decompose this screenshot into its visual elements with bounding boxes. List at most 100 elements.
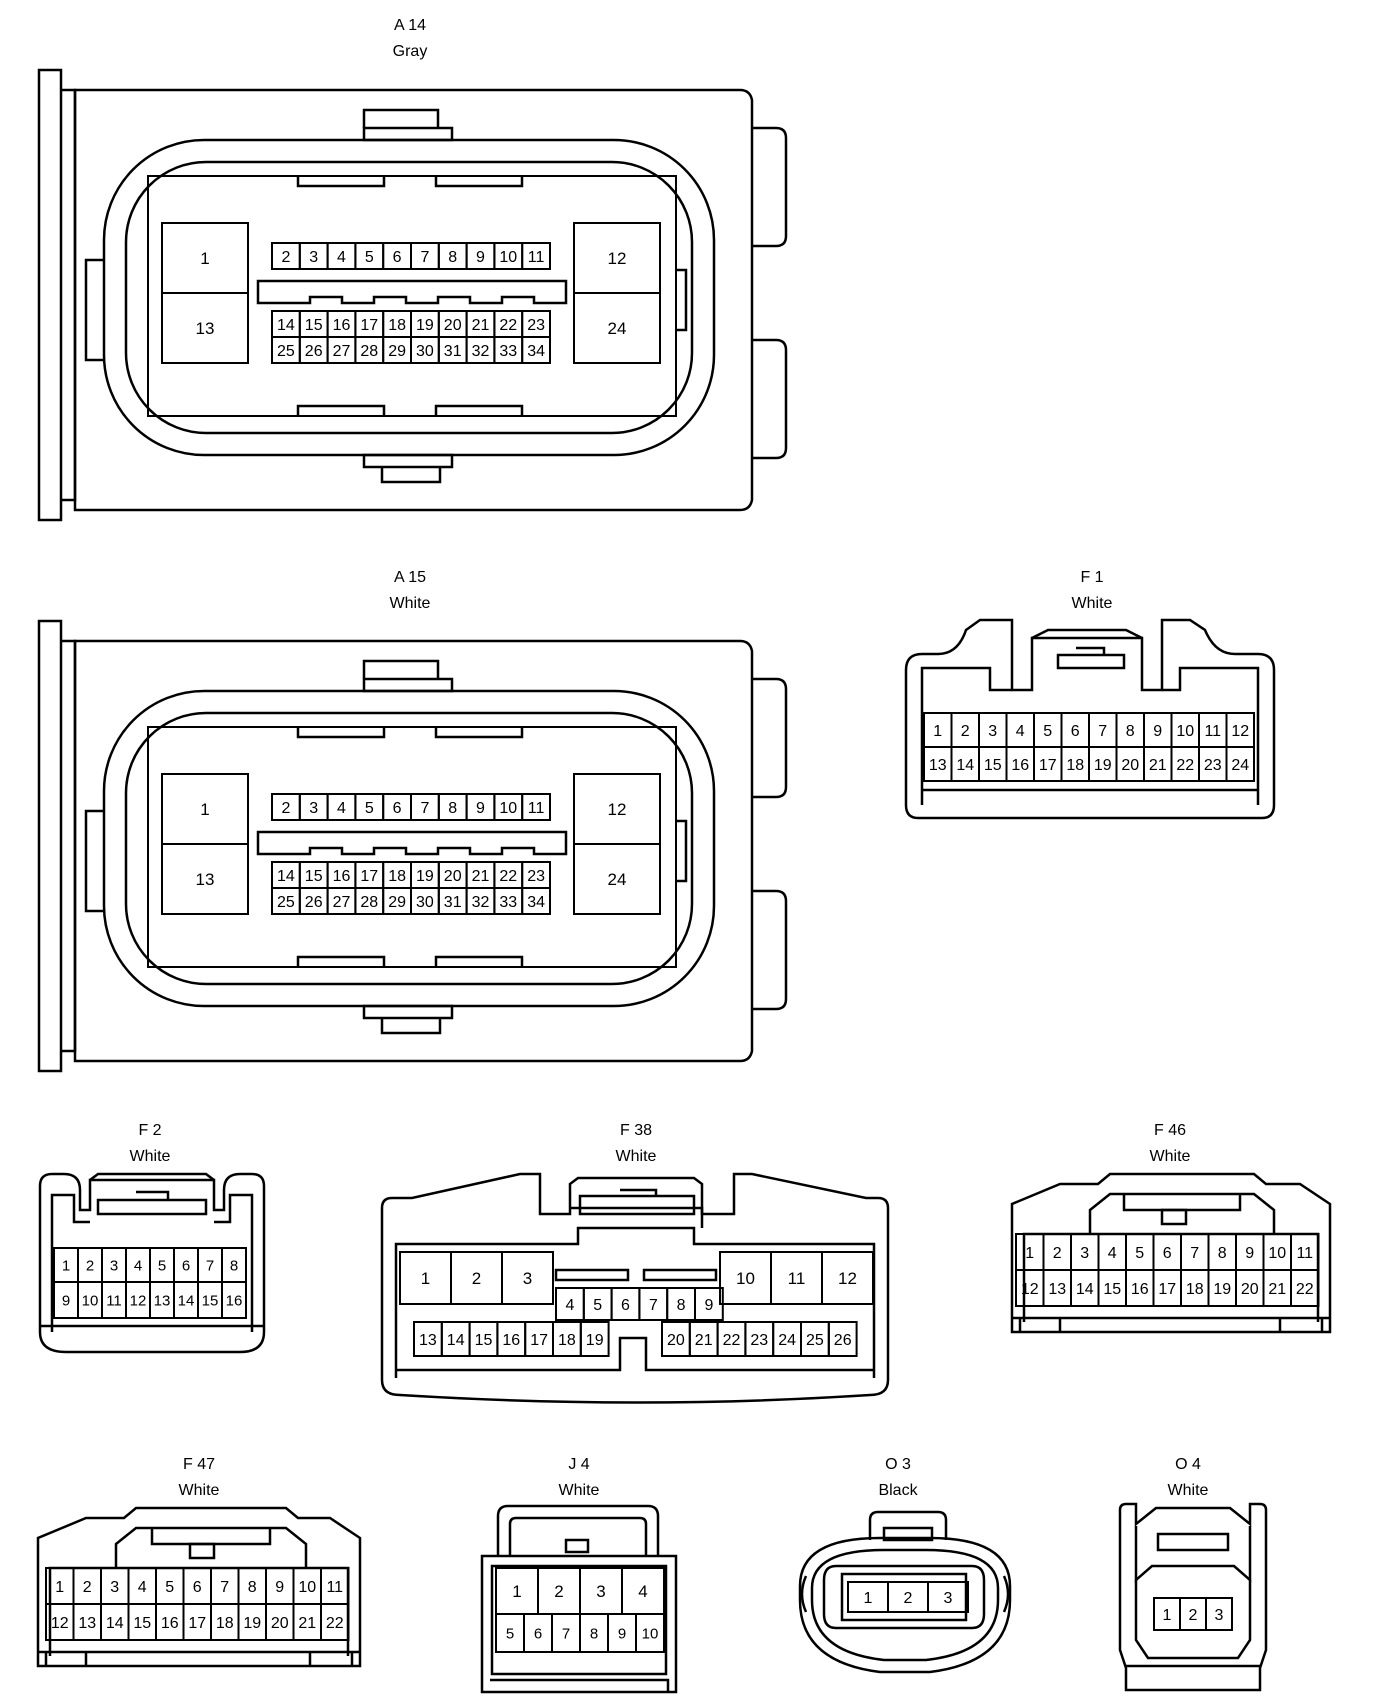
f38-pin-19: 19 bbox=[586, 1332, 604, 1349]
a15-pin-16: 16 bbox=[333, 868, 351, 885]
f1-pin-12: 12 bbox=[1231, 723, 1249, 740]
a14-pin-10: 10 bbox=[499, 249, 517, 266]
o4-pin-3-cell bbox=[1205, 1597, 1233, 1631]
a14-pin-34: 34 bbox=[527, 343, 545, 360]
j4-pin-4: 4 bbox=[638, 1582, 647, 1601]
o3-housing bbox=[798, 1510, 1012, 1674]
f47-pin-19: 19 bbox=[243, 1615, 261, 1632]
a15-pin-11-cell bbox=[521, 793, 552, 821]
a14-caption: A 14 Gray bbox=[300, 16, 520, 62]
j4-pin-1: 1 bbox=[512, 1582, 521, 1601]
f2-pin-16: 16 bbox=[226, 1292, 243, 1309]
a15-pin-9: 9 bbox=[476, 800, 485, 817]
a15-pin-8: 8 bbox=[448, 800, 457, 817]
f38-pin-6: 6 bbox=[621, 1297, 630, 1314]
a14-pin-4: 4 bbox=[337, 249, 346, 266]
f2-pin-2: 2 bbox=[86, 1257, 94, 1274]
f46-pin-8: 8 bbox=[1218, 1245, 1227, 1262]
f1-pin-24-cell bbox=[1225, 746, 1255, 782]
f46-code: F 46 bbox=[1153, 1122, 1186, 1139]
a14-pin-15: 15 bbox=[305, 317, 323, 334]
f1-pin-21: 21 bbox=[1149, 757, 1167, 774]
f46-pin-2: 2 bbox=[1053, 1245, 1062, 1262]
a15-pin-34: 34 bbox=[527, 894, 545, 911]
a14-pin-6: 6 bbox=[393, 249, 402, 266]
a15-pin-27: 27 bbox=[333, 894, 351, 911]
j4-pin-10-cell bbox=[635, 1613, 665, 1653]
f38-pin-23: 23 bbox=[750, 1332, 768, 1349]
f1-pin-19: 19 bbox=[1094, 757, 1112, 774]
a15-pin-31: 31 bbox=[444, 894, 462, 911]
a14-pin-9: 9 bbox=[476, 249, 485, 266]
f38-pin-10: 10 bbox=[736, 1269, 755, 1288]
j4-pin-8: 8 bbox=[590, 1625, 598, 1642]
f47-pin-22-cell bbox=[320, 1603, 350, 1641]
a15-pin-13-cell bbox=[161, 843, 249, 915]
a15-pin-18: 18 bbox=[388, 868, 406, 885]
a15-pin-32: 32 bbox=[472, 894, 490, 911]
f46-pin-1: 1 bbox=[1025, 1245, 1034, 1262]
f38-pin-11: 11 bbox=[788, 1269, 806, 1288]
f1-pin-4: 4 bbox=[1016, 723, 1025, 740]
a14-pin-21: 21 bbox=[472, 317, 490, 334]
j4-pin-6: 6 bbox=[534, 1625, 542, 1642]
f47-color: White bbox=[178, 1482, 220, 1499]
a14-housing bbox=[37, 68, 788, 522]
a15-color: White bbox=[389, 595, 431, 612]
f1-pin-8: 8 bbox=[1126, 723, 1135, 740]
f38-pin-13: 13 bbox=[419, 1332, 437, 1349]
o4-pin-3: 3 bbox=[1215, 1607, 1224, 1624]
f38-pin-4: 4 bbox=[565, 1297, 574, 1314]
f1-pin-17: 17 bbox=[1039, 757, 1057, 774]
f46-pin-10: 10 bbox=[1268, 1245, 1286, 1262]
f47-pin-12: 12 bbox=[51, 1615, 69, 1632]
f2-pin-1: 1 bbox=[62, 1257, 70, 1274]
f2-pin-8: 8 bbox=[230, 1257, 238, 1274]
f47-pin-17: 17 bbox=[188, 1615, 206, 1632]
f38-color: White bbox=[615, 1148, 657, 1165]
f1-pin-6: 6 bbox=[1071, 723, 1080, 740]
a15-pin-24: 24 bbox=[608, 870, 627, 889]
j4-pin-3: 3 bbox=[596, 1582, 605, 1601]
f46-pin-21: 21 bbox=[1268, 1281, 1286, 1298]
j4-pin-7: 7 bbox=[562, 1625, 570, 1642]
j4-caption: J 4 White bbox=[469, 1455, 689, 1501]
a14-pin-1: 1 bbox=[200, 249, 209, 268]
f38-pin-16: 16 bbox=[502, 1332, 520, 1349]
f38-pin-21: 21 bbox=[695, 1332, 713, 1349]
a14-pin-5: 5 bbox=[365, 249, 374, 266]
f46-caption: F 46 White bbox=[1060, 1121, 1280, 1167]
a15-pin-33: 33 bbox=[499, 894, 517, 911]
a14-pin-30: 30 bbox=[416, 343, 434, 360]
f46-pin-12: 12 bbox=[1021, 1281, 1039, 1298]
f38-pin-5: 5 bbox=[593, 1297, 602, 1314]
f47-pin-11: 11 bbox=[326, 1579, 343, 1596]
f46-pin-13: 13 bbox=[1048, 1281, 1066, 1298]
a15-pin-19: 19 bbox=[416, 868, 434, 885]
f1-pin-14: 14 bbox=[956, 757, 974, 774]
a15-caption: A 15 White bbox=[300, 568, 520, 614]
a14-pin-12: 12 bbox=[608, 249, 627, 268]
a15-pin-10: 10 bbox=[499, 800, 517, 817]
f46-pin-17: 17 bbox=[1158, 1281, 1176, 1298]
f2-color: White bbox=[129, 1148, 171, 1165]
f1-pin-9: 9 bbox=[1153, 723, 1162, 740]
f38-pin-12-cell bbox=[821, 1251, 874, 1305]
f1-pin-3: 3 bbox=[988, 723, 997, 740]
f1-pin-23: 23 bbox=[1204, 757, 1222, 774]
j4-pin-2: 2 bbox=[554, 1582, 563, 1601]
a14-pin-14: 14 bbox=[277, 317, 295, 334]
f46-pin-14: 14 bbox=[1076, 1281, 1094, 1298]
f47-pin-14: 14 bbox=[106, 1615, 124, 1632]
a15-pin-2: 2 bbox=[281, 800, 290, 817]
a15-pin-29: 29 bbox=[388, 894, 406, 911]
f47-pin-3: 3 bbox=[110, 1579, 119, 1596]
j4-pin-10: 10 bbox=[642, 1625, 659, 1642]
f38-pin-26-cell bbox=[827, 1321, 858, 1357]
j4-pin-5: 5 bbox=[506, 1625, 514, 1642]
f38-pin-8: 8 bbox=[677, 1297, 686, 1314]
